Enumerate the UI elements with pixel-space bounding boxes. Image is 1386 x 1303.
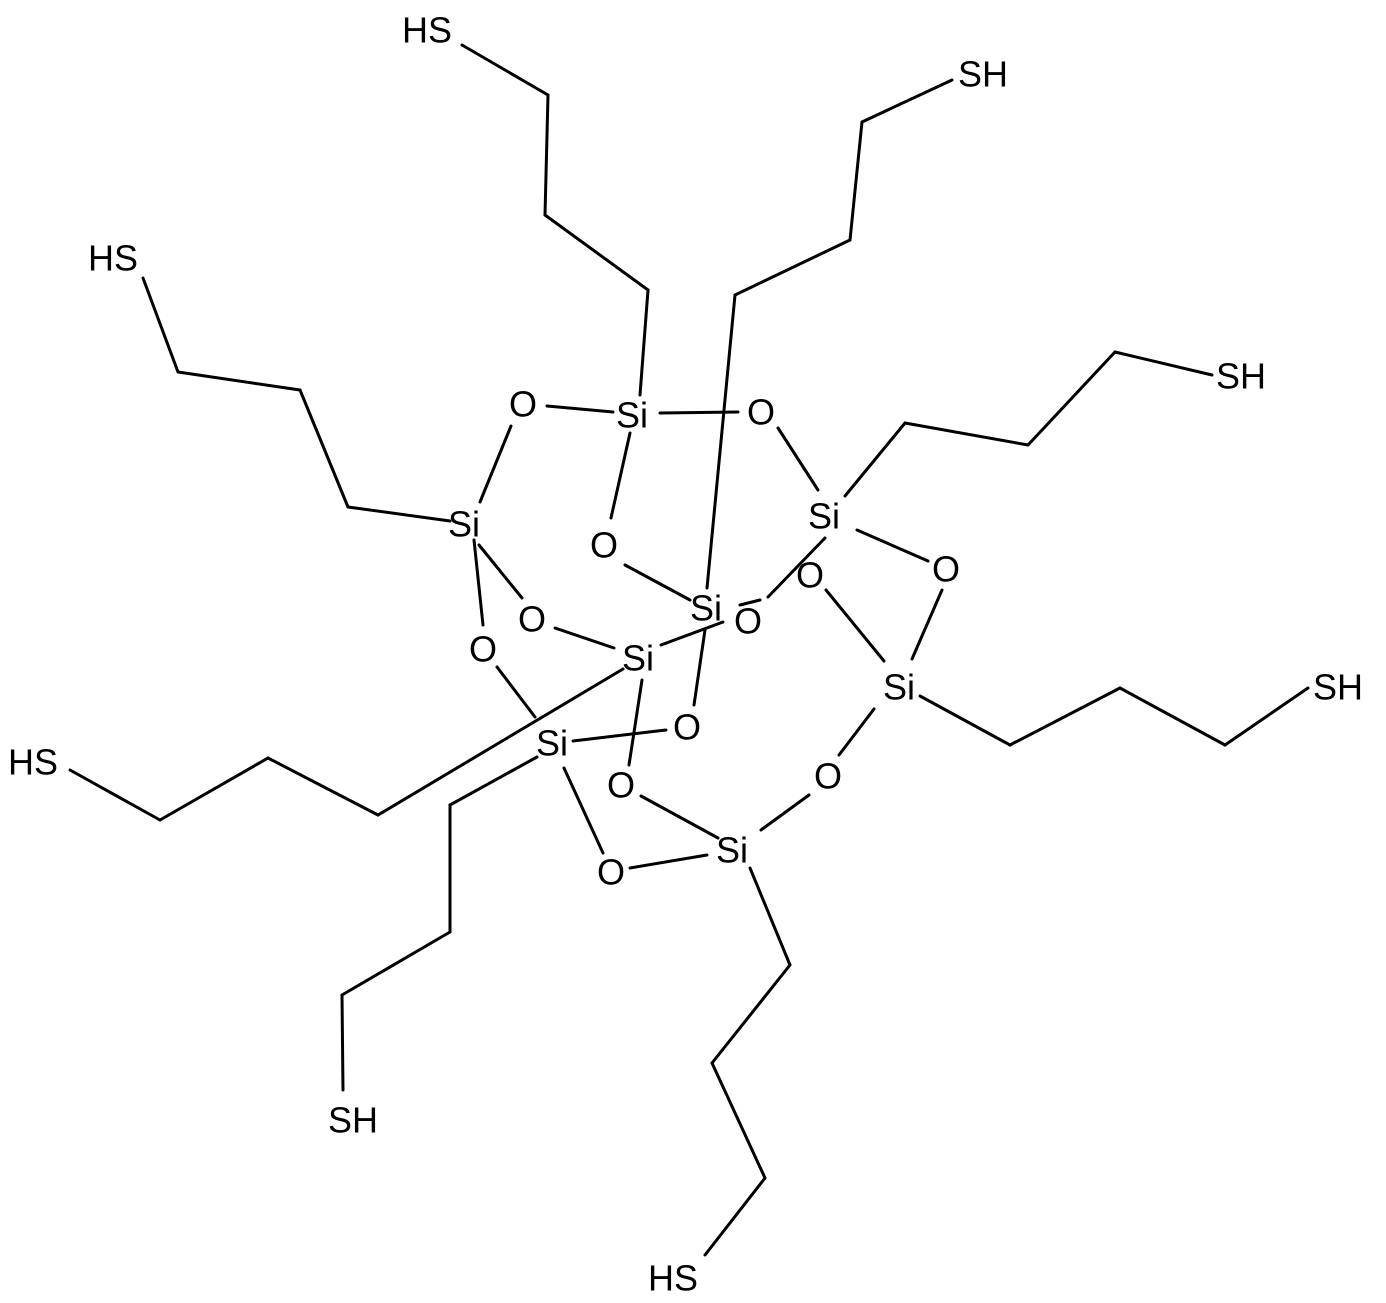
oxygen-atom: O (734, 601, 762, 642)
bond (571, 728, 668, 743)
bond (824, 588, 886, 663)
oxygen-atom: O (814, 756, 842, 797)
bond (759, 793, 811, 832)
silicon-atom-bottom: Si (716, 830, 748, 871)
bond (1026, 350, 1117, 447)
bond (1008, 686, 1122, 747)
thiol-group-top-left: HS (402, 10, 452, 51)
oxygen-atom: O (469, 629, 497, 670)
bond (903, 421, 1030, 447)
bond (738, 598, 762, 607)
bond (543, 93, 550, 217)
bond (733, 238, 852, 297)
bond (710, 1061, 767, 1180)
oxygen-atom: O (518, 599, 546, 640)
bond (543, 213, 650, 292)
bond (1223, 686, 1310, 747)
thiol-group-bottom-left: SH (328, 1100, 378, 1141)
thiol-group-bottom: HS (648, 1258, 698, 1299)
bond (918, 694, 1012, 747)
bond (346, 505, 452, 523)
bond (68, 768, 162, 822)
bond (860, 78, 954, 124)
bond (705, 293, 737, 590)
bond (340, 930, 452, 997)
bond (638, 288, 650, 397)
bond (639, 794, 720, 840)
oxygen-atom: O (590, 525, 618, 566)
bond (692, 628, 707, 707)
bond (659, 620, 725, 647)
thiol-group-right: SH (1216, 356, 1266, 397)
bond (910, 588, 944, 661)
oxygen-atom: O (747, 392, 775, 433)
silicon-atom-mid: Si (622, 638, 654, 679)
bond (553, 626, 616, 650)
bond-lines (68, 43, 1310, 1257)
bond (477, 543, 524, 600)
bond (448, 755, 539, 807)
oxygen-atom: O (607, 765, 635, 806)
bond (376, 667, 625, 817)
bond (848, 120, 864, 242)
bond (843, 421, 907, 498)
bond (623, 563, 692, 602)
bond (141, 276, 180, 374)
bond (855, 528, 930, 563)
bond (478, 424, 513, 504)
bond (627, 678, 644, 767)
bond (710, 963, 792, 1065)
bond (609, 431, 632, 520)
bond (748, 866, 792, 967)
atom-labels: Si Si Si Si Si Si Si Si O O O O O O O O … (8, 10, 1363, 1299)
bond (1113, 350, 1214, 377)
bond (703, 1176, 767, 1257)
bond (776, 426, 820, 492)
silicon-atom-left: Si (448, 504, 480, 545)
bond (176, 370, 302, 392)
oxygen-atom: O (597, 852, 625, 893)
oxygen-atom: O (932, 549, 960, 590)
silicon-atom-far-right: Si (883, 667, 915, 708)
bond (766, 536, 827, 599)
oxygen-atom: O (796, 555, 824, 596)
bond (158, 756, 270, 822)
thiol-group-top-right: SH (958, 54, 1008, 95)
bond (658, 410, 740, 415)
silicon-atom-top: Si (616, 395, 648, 436)
bond (472, 538, 485, 627)
bond (628, 853, 709, 870)
thiol-group-far-right: SH (1313, 667, 1363, 708)
bond (298, 388, 350, 509)
thiol-group-far-left: HS (8, 742, 58, 783)
silicon-atom-center: Si (690, 588, 722, 629)
silicon-atom-right: Si (808, 496, 840, 537)
silicon-atom-lowleft: Si (536, 723, 568, 764)
oxygen-atom: O (673, 707, 701, 748)
bond (562, 766, 605, 855)
thiol-group-left: HS (88, 238, 138, 279)
bond (495, 665, 537, 719)
bond (460, 43, 550, 97)
bond (1118, 686, 1227, 747)
oxygen-atom: O (509, 384, 537, 425)
bond (340, 993, 345, 1092)
bond (837, 707, 876, 757)
bond (266, 756, 380, 817)
bond (545, 404, 615, 414)
